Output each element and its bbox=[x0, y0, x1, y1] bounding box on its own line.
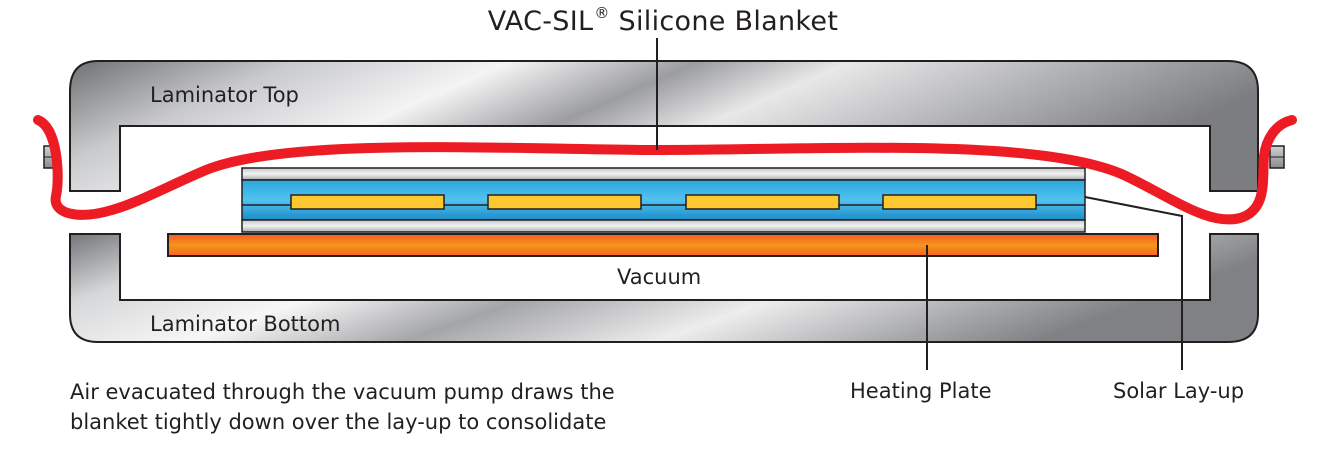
caption: Air evacuated through the vacuum pump dr… bbox=[70, 377, 615, 437]
solar-cell bbox=[487, 194, 642, 210]
vacuum-label: Vacuum bbox=[617, 265, 702, 289]
solar-layup bbox=[241, 167, 1086, 233]
heating-plate-label: Heating Plate bbox=[850, 379, 992, 403]
solar-cell bbox=[685, 194, 840, 210]
caption-line-1: Air evacuated through the vacuum pump dr… bbox=[70, 380, 615, 404]
solar-layup-leader-line bbox=[1084, 196, 1183, 370]
solar-cell bbox=[882, 194, 1037, 210]
heating-plate bbox=[167, 233, 1159, 257]
laminator-top-label: Laminator Top bbox=[150, 83, 299, 107]
caption-line-2: blanket tightly down over the lay-up to … bbox=[70, 410, 607, 434]
laminator-bottom-frame bbox=[69, 233, 1259, 343]
diagram-title: VAC-SIL® Silicone Blanket bbox=[487, 4, 839, 37]
solar-cell bbox=[290, 194, 445, 210]
silicone-blanket bbox=[33, 115, 1297, 225]
laminator-top-frame bbox=[69, 60, 1259, 192]
laminator-bottom-label: Laminator Bottom bbox=[150, 312, 341, 336]
solar-layup-label: Solar Lay-up bbox=[1113, 379, 1245, 403]
